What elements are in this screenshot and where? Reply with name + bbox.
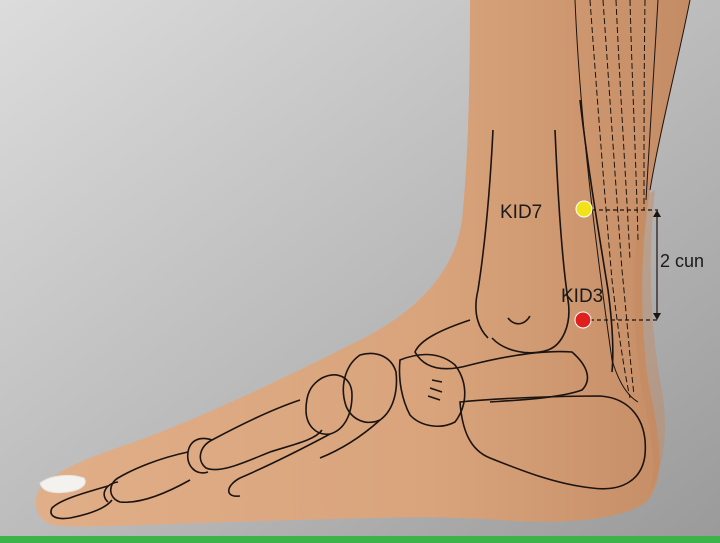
heel-shadow (634, 190, 665, 500)
bottom-accent-bar (0, 536, 720, 543)
foot-bones (50, 319, 647, 520)
kid7-label: KID7 (500, 202, 543, 223)
measurement-bracket (590, 209, 661, 321)
kid3-point-marker[interactable] (574, 311, 592, 329)
kid7-point-marker[interactable] (575, 200, 593, 218)
achilles-tendon-lines (574, 0, 691, 403)
toenail (39, 474, 86, 494)
foot-silhouette (35, 0, 690, 527)
kid3-label: KID3 (561, 286, 604, 307)
leg-bones (475, 99, 614, 373)
measurement-label: 2 cun (660, 251, 705, 271)
